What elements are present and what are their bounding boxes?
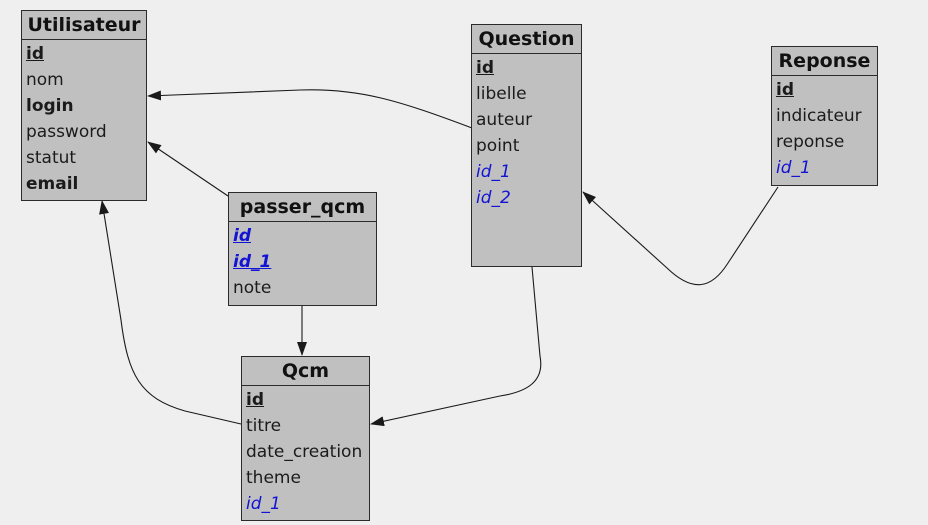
attribute-login: login	[26, 96, 74, 116]
attribute-id: id	[246, 390, 264, 410]
entity-utilisateur[interactable]: Utilisateur id nom login password statut emai…	[21, 10, 147, 201]
attribute-point: point	[476, 136, 520, 156]
attribute-id-2: id_2	[476, 188, 511, 208]
link-reponse-to-question	[582, 186, 779, 286]
entity-title: Reponse	[772, 47, 877, 76]
attribute-id-1: id_1	[233, 252, 272, 272]
link-question-to-utilisateur	[147, 89, 473, 129]
entity-title: passer_qcm	[229, 193, 376, 222]
attribute-id: id	[233, 226, 251, 246]
attribute-list: id nom login password statut email	[22, 40, 146, 197]
attribute-id-1: id_1	[476, 162, 511, 182]
attribute-email: email	[26, 174, 79, 194]
attribute-nom: nom	[26, 70, 64, 90]
entity-title: Utilisateur	[22, 11, 146, 40]
attribute-id: id	[776, 80, 794, 100]
link-question-to-qcm	[370, 266, 542, 427]
attribute-list: id indicateur reponse id_1	[772, 76, 877, 181]
attribute-date-creation: date_creation	[246, 442, 363, 462]
attribute-indicateur: indicateur	[776, 106, 862, 126]
link-qcm-to-utilisateur	[99, 200, 242, 425]
entity-question[interactable]: Question id libelle auteur point id_1 id_2	[471, 24, 582, 267]
attribute-password: password	[26, 122, 107, 142]
attribute-theme: theme	[246, 468, 301, 488]
attribute-id-1: id_1	[776, 158, 811, 178]
attribute-note: note	[233, 278, 272, 298]
attribute-reponse: reponse	[776, 132, 845, 152]
entity-reponse[interactable]: Reponse id indicateur reponse id_1	[771, 46, 878, 186]
attribute-auteur: auteur	[476, 110, 533, 130]
attribute-titre: titre	[246, 416, 282, 436]
entity-title: Question	[472, 25, 581, 54]
attribute-id-1: id_1	[246, 494, 281, 514]
attribute-id: id	[476, 58, 494, 78]
attribute-id: id	[26, 44, 44, 64]
attribute-libelle: libelle	[476, 84, 527, 104]
attribute-statut: statut	[26, 148, 77, 168]
attribute-list: id libelle auteur point id_1 id_2	[472, 54, 581, 211]
link-passer-qcm-to-utilisateur	[147, 141, 229, 197]
entity-title: Qcm	[242, 357, 369, 386]
